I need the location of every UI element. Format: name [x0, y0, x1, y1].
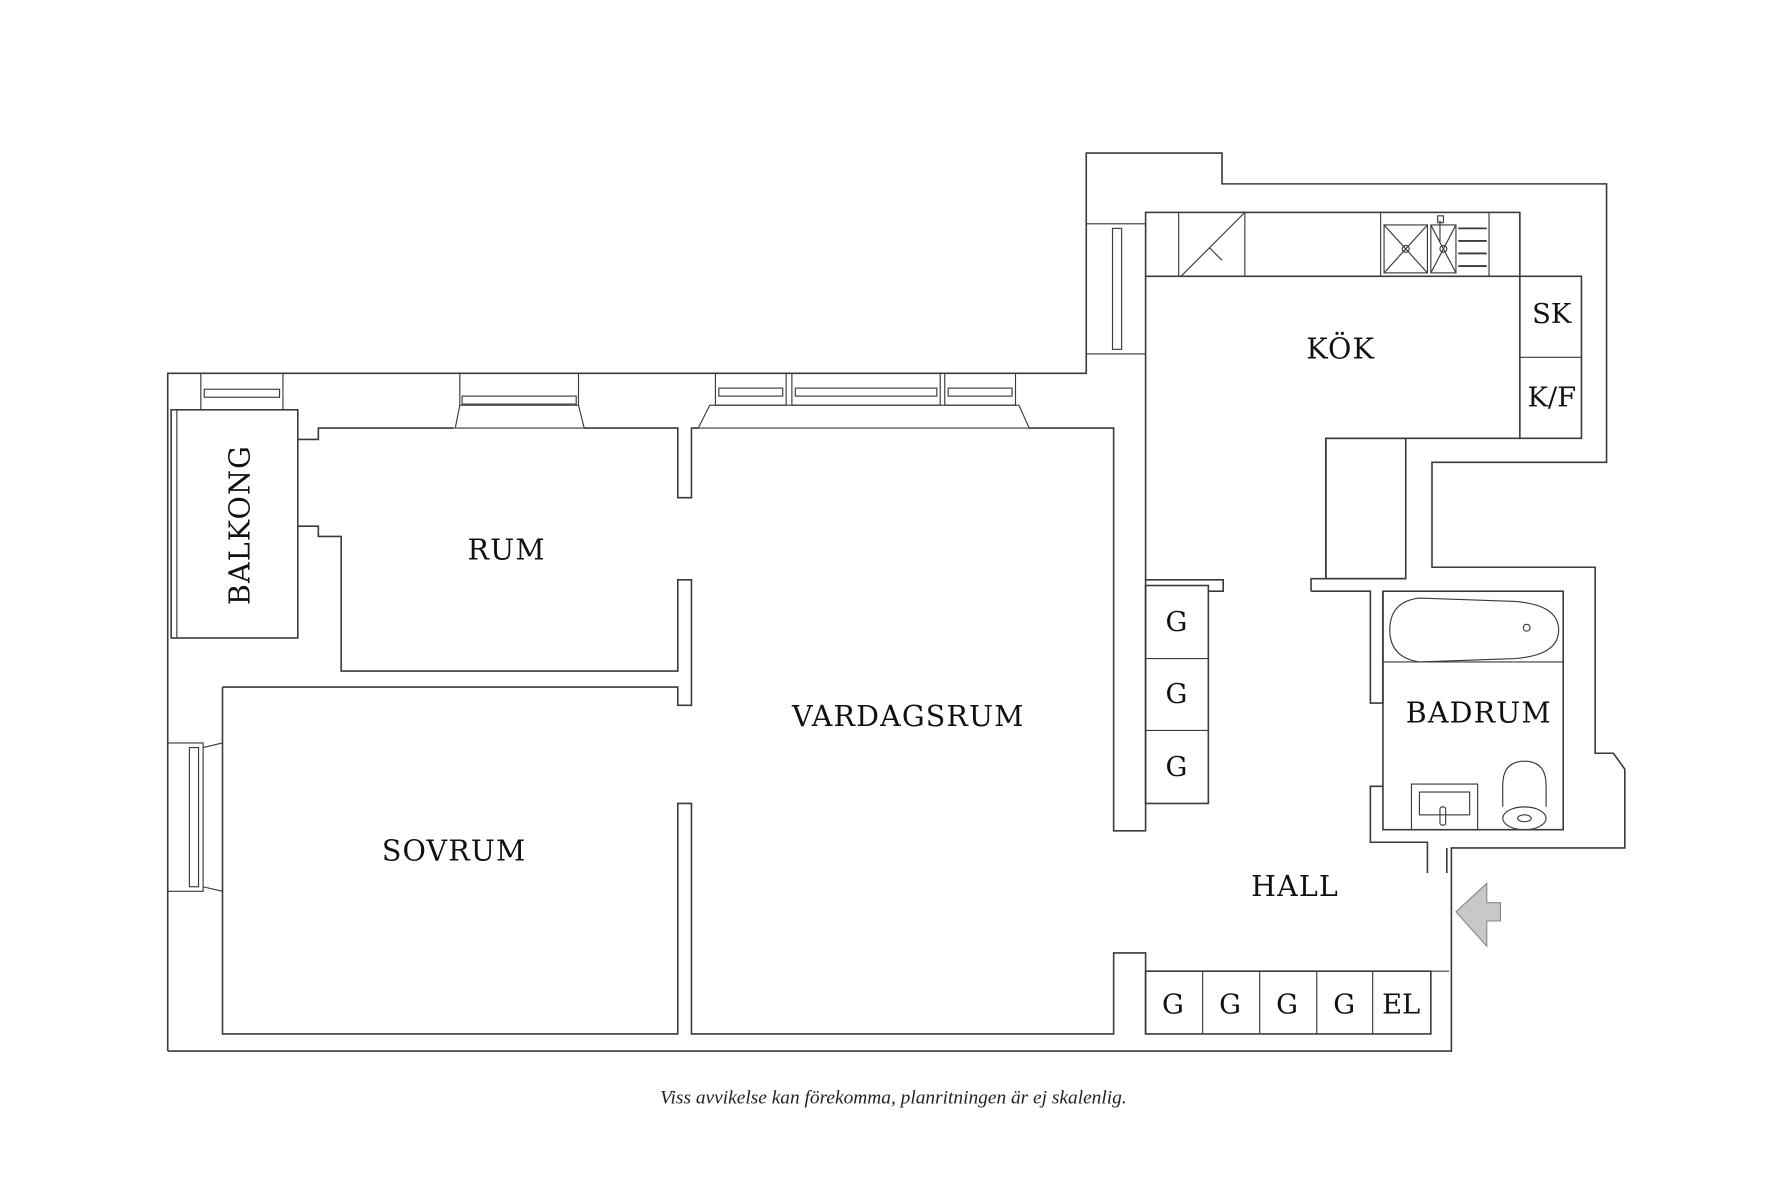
dishwasher-icon [1180, 211, 1246, 277]
room-kok: SK K/F KÖK [1085, 211, 1583, 580]
wardrobe-label: G [1276, 989, 1298, 1020]
room-vardagsrum: VARDAGSRUM [791, 427, 1224, 832]
room-hall: G G G G EL HALL [1144, 870, 1450, 1035]
room-badrum: BADRUM [1310, 577, 1565, 874]
fixture-sk: SK [1532, 299, 1572, 330]
toilet-icon [1502, 760, 1547, 831]
room-label-badrum: BADRUM [1406, 696, 1552, 729]
corridor-wardrobes: G G G [1144, 584, 1210, 805]
window-vardagsrum [697, 372, 1031, 429]
window-sovrum [167, 742, 223, 892]
room-label-vardagsrum: VARDAGSRUM [791, 700, 1025, 733]
balcony: BALKONG [170, 408, 299, 639]
wardrobe-label: G [1219, 989, 1241, 1020]
room-label-hall: HALL [1251, 870, 1339, 903]
wardrobe-label: G [1165, 607, 1187, 638]
disclaimer-caption: Viss avvikelse kan förekomma, planritnin… [660, 1088, 1127, 1109]
window-rum [454, 372, 585, 429]
room-label-balkong: BALKONG [223, 445, 256, 605]
wardrobe-label: G [1165, 679, 1187, 710]
wardrobe-label: G [1162, 989, 1184, 1020]
wardrobe-label: G [1333, 989, 1355, 1020]
window-balkong [200, 372, 284, 411]
washbasin-icon [1410, 783, 1479, 831]
room-rum: RUM [222, 427, 699, 707]
entrance-arrow-icon [1455, 882, 1502, 948]
bathtub-icon [1389, 597, 1560, 663]
sink-icon [1383, 215, 1487, 274]
electrical-cabinet-label: EL [1382, 989, 1420, 1020]
outer-walls [166, 152, 1626, 1052]
wardrobe-label: G [1165, 752, 1187, 783]
fixture-kf: K/F [1527, 382, 1576, 413]
room-label-kok: KÖK [1306, 331, 1375, 365]
room-sovrum: SOVRUM [221, 687, 1147, 1035]
room-label-sovrum: SOVRUM [382, 835, 527, 868]
room-label-rum: RUM [468, 533, 546, 566]
